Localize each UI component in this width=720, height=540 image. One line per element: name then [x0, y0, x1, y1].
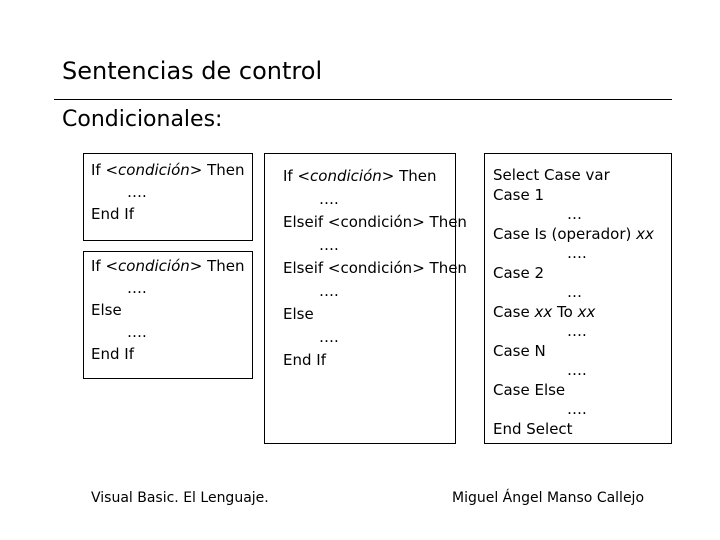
footer-right: Miguel Ángel Manso Callejo [452, 490, 645, 506]
title-divider [54, 99, 672, 100]
if-elseif-block-code: If <condición> Then …. Elseif <condición… [283, 165, 467, 372]
code-line: Else [91, 301, 122, 319]
code-line: …. [567, 322, 587, 340]
footer-left: Visual Basic. El Lenguaje. [91, 490, 269, 506]
code-line: Else [283, 305, 314, 323]
condition-placeholder: <condición> [105, 257, 203, 275]
code-line: … [567, 283, 582, 301]
code-line: End If [91, 345, 134, 363]
if-block-box: If <condición> Then …. End If [83, 153, 253, 241]
code-line: Select Case var [493, 166, 610, 184]
code-line: Elseif <condición> Then [283, 213, 467, 231]
if-else-block-box: If <condición> Then …. Else …. End If [83, 251, 253, 379]
code-line: Case 2 [493, 263, 545, 282]
select-case-block-box: Select Case var Case 1 … Case Is (operad… [484, 153, 672, 444]
code-line: Case 1 [493, 185, 545, 204]
code-line: …. [567, 244, 587, 262]
code-line: …. [127, 279, 147, 297]
condition-placeholder: <condición> [105, 161, 203, 179]
code-line: …. [319, 236, 339, 254]
code-line: …. [127, 183, 147, 201]
code-line: …. [127, 323, 147, 341]
if-block-code: If <condición> Then …. End If [91, 159, 245, 225]
code-line: …. [319, 190, 339, 208]
code-line: …. [319, 328, 339, 346]
code-line: …. [567, 400, 587, 418]
code-line: … [567, 205, 582, 223]
code-line: If <condición> Then [283, 167, 437, 185]
code-line: Case Is (operador) xx [493, 224, 654, 243]
code-line: Case N [493, 341, 546, 360]
code-line: If <condición> Then [91, 257, 245, 275]
slide-subtitle: Condicionales: [62, 107, 223, 132]
if-else-block-code: If <condición> Then …. Else …. End If [91, 255, 245, 365]
if-elseif-block-box: If <condición> Then …. Elseif <condición… [264, 153, 467, 444]
code-line: Case Else [493, 380, 566, 399]
code-line: End If [91, 205, 134, 223]
code-line: …. [319, 282, 339, 300]
code-line: Elseif <condición> Then [283, 259, 467, 277]
code-line: End Select [493, 419, 573, 438]
code-line: End If [283, 351, 326, 369]
select-case-block-code: Select Case var Case 1 … Case Is (operad… [493, 166, 654, 439]
code-line: Case xx To xx [493, 302, 596, 321]
condition-placeholder: <condición> [297, 167, 395, 185]
slide-title: Sentencias de control [62, 57, 323, 85]
code-line: …. [567, 361, 587, 379]
code-line: If <condición> Then [91, 161, 245, 179]
